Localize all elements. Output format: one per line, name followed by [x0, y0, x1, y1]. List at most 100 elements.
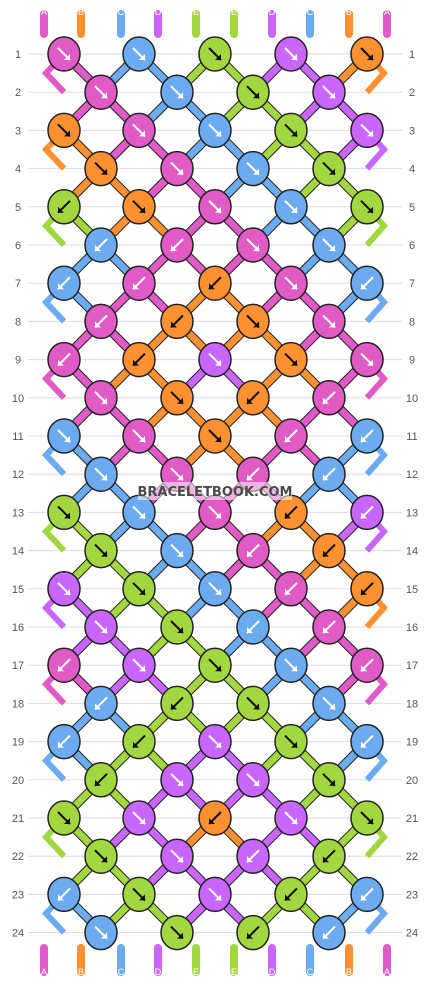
knot-arrow-head-icon	[291, 818, 297, 824]
row-label-right: 13	[406, 507, 418, 519]
knot-arrow-head-icon	[361, 665, 367, 672]
knot	[84, 456, 118, 492]
knot	[84, 150, 118, 187]
knot	[47, 571, 81, 607]
knot-arrow-head-icon	[58, 894, 64, 901]
row-label-left: 11	[12, 431, 23, 443]
knot-arrow-head-icon	[64, 54, 70, 60]
knot-arrow-head-icon	[139, 54, 145, 60]
knot-arrow-head-icon	[64, 512, 70, 519]
knot-arrow-head-icon	[291, 665, 297, 672]
knot	[350, 876, 384, 913]
knot-arrow-head-icon	[64, 588, 70, 595]
knot	[312, 456, 346, 492]
strand-label-bottom: C	[118, 967, 125, 977]
knot-arrow-head-icon	[139, 665, 145, 672]
knot-arrow-head-icon	[215, 894, 221, 901]
knot-arrow-head-icon	[367, 130, 373, 137]
knot	[84, 838, 118, 874]
knot-arrow-head-icon	[323, 474, 329, 481]
knot-arrow-head-icon	[58, 741, 64, 748]
strand-label-bottom: A	[384, 967, 390, 977]
knot-arrow-head-icon	[361, 741, 367, 748]
knot-arrow-head-icon	[247, 474, 253, 481]
knot-arrow-head-icon	[101, 856, 107, 863]
knot	[274, 876, 308, 913]
knot-arrow-head-icon	[133, 741, 139, 748]
knot-arrow-head-icon	[253, 92, 259, 99]
row-label-right: 5	[409, 202, 415, 214]
knot-arrow-head-icon	[329, 92, 335, 99]
row-label-left: 17	[12, 660, 24, 672]
row-label-left: 9	[15, 355, 21, 367]
knot-arrow-head-icon	[285, 588, 291, 595]
knot-arrow-head-icon	[247, 550, 253, 557]
knot-arrow-head-icon	[58, 283, 64, 290]
knot-arrow-head-icon	[177, 627, 183, 633]
knot	[350, 189, 384, 225]
row-label-right: 15	[406, 584, 418, 596]
knot-arrow-head-icon	[101, 627, 107, 633]
knot-arrow-head-icon	[323, 550, 329, 557]
knot	[236, 380, 270, 416]
knot-arrow-head-icon	[177, 856, 183, 863]
knot-arrow-head-icon	[139, 130, 145, 137]
row-label-left: 16	[12, 622, 24, 634]
knot-arrow-head-icon	[215, 206, 221, 213]
knot	[84, 762, 118, 798]
knot	[198, 800, 232, 836]
knot-arrow-head-icon	[95, 703, 101, 710]
knot	[198, 189, 232, 225]
knot	[198, 36, 232, 72]
knot-arrow-head-icon	[247, 856, 253, 863]
knot	[47, 341, 81, 378]
knot-arrow-head-icon	[95, 779, 101, 786]
strand-label-bottom: C	[307, 967, 314, 977]
knot	[122, 876, 156, 913]
row-label-left: 15	[12, 584, 24, 596]
knot	[350, 800, 384, 836]
knot	[350, 494, 384, 531]
row-label-left: 3	[15, 125, 21, 137]
strand-label-bottom: E	[193, 967, 199, 977]
row-label-left: 13	[12, 507, 24, 519]
knot	[236, 914, 270, 951]
row-label-right: 10	[406, 393, 418, 405]
knot	[47, 265, 81, 301]
knot-arrow-head-icon	[361, 512, 367, 519]
knot	[47, 494, 81, 531]
knot	[236, 838, 270, 874]
knot-arrow-head-icon	[171, 245, 177, 251]
knot	[198, 876, 232, 913]
strand-label-top: A	[384, 7, 390, 17]
knot	[350, 418, 384, 454]
knot	[160, 914, 194, 951]
knot	[198, 494, 232, 531]
knot-arrow-head-icon	[247, 932, 253, 939]
watermark: BRACELETBOOK.COM	[138, 485, 293, 500]
knot	[236, 150, 270, 187]
knot-arrow-head-icon	[171, 703, 177, 710]
knot-arrow-head-icon	[58, 206, 64, 213]
knot	[198, 571, 232, 607]
row-label-left: 19	[12, 737, 24, 749]
knot-arrow-head-icon	[139, 588, 145, 595]
knot-arrow-head-icon	[285, 512, 291, 519]
knot	[160, 380, 194, 416]
knot	[160, 762, 194, 798]
knot-arrow-head-icon	[291, 359, 297, 366]
knot	[47, 112, 81, 149]
knot	[350, 36, 384, 72]
knot	[274, 571, 308, 607]
knot-arrow-head-icon	[139, 894, 145, 901]
knot	[350, 265, 384, 301]
knot	[122, 341, 156, 378]
knot	[160, 150, 194, 187]
knot-arrow-head-icon	[329, 245, 335, 251]
row-label-left: 1	[15, 49, 21, 61]
knot	[122, 571, 156, 607]
knot-arrow-head-icon	[323, 397, 329, 404]
row-label-right: 17	[406, 660, 418, 672]
knot-arrow-head-icon	[101, 932, 107, 939]
